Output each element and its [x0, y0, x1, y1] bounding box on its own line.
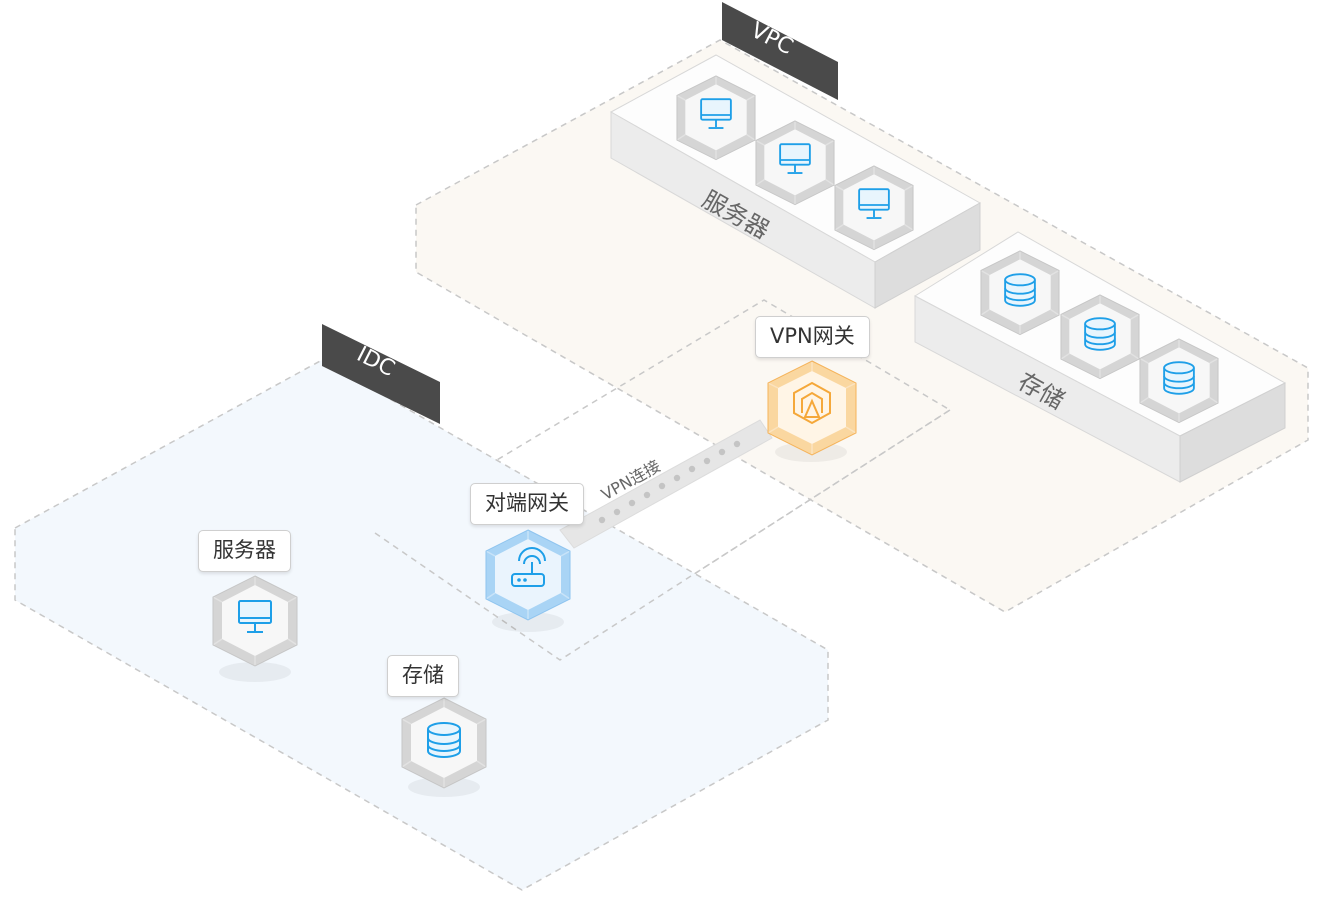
customer-gateway[interactable]	[485, 529, 571, 621]
customer-gateway-label: 对端网关	[470, 483, 584, 525]
vpn-gateway[interactable]	[767, 360, 857, 456]
vpn-gateway-label: VPN网关	[755, 316, 870, 358]
database-icon	[1084, 317, 1116, 351]
router-icon	[511, 547, 546, 587]
idc-storage-label: 存储	[387, 655, 459, 697]
idc-region	[14, 359, 829, 891]
database-icon	[1004, 273, 1036, 307]
vpn-gateway-icon	[793, 381, 831, 425]
database-icon	[1163, 361, 1195, 395]
database-icon	[427, 722, 461, 758]
gateway-overlap-region	[373, 299, 952, 661]
idc-tag	[322, 324, 440, 424]
idc-server-label: 服务器	[198, 530, 291, 572]
vpn-connection-link	[559, 419, 773, 549]
vpc-tag	[722, 2, 838, 100]
